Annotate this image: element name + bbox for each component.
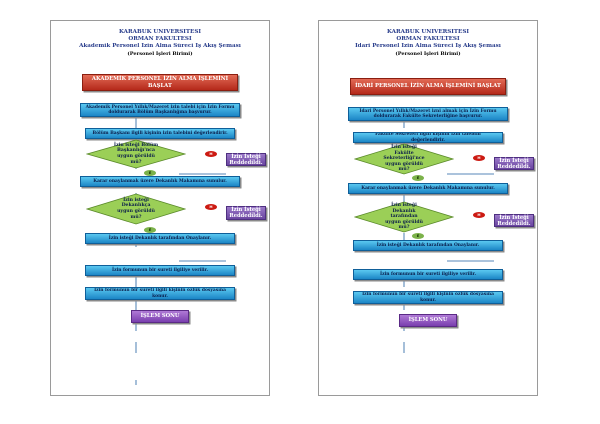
start-box: İDARİ PERSONEL İZİN ALMA İŞLEMİNİ BAŞLAT [350,78,506,95]
decision-diamond [86,139,186,169]
no-badge: H [205,204,217,210]
decision-text: İzin isteği Fakülte Sekreterliği'nce uyg… [383,145,425,173]
university-name: KARABÜK ÜNİVERSİTESİ [119,29,201,35]
decision-diamond [86,193,186,225]
faculty-name: ORMAN FAKÜLTESİ [396,36,460,42]
decision-diamond [354,201,454,233]
no-badge: H [205,151,217,157]
start-box: AKADEMİK PERSONEL İZİN ALMA İŞLEMİNİ BAŞ… [82,74,238,91]
step-approve: İzin isteği Dekanlık tarafından Onaylanı… [85,233,235,244]
decision-dean: İzin isteği Dekanlıkça uygun görüldü mü? [86,193,186,225]
reject-box: İzin İsteği Reddedildi. [226,206,266,220]
no-badge: H [473,155,485,161]
reject-box: İzin İsteği Reddedildi. [494,157,534,170]
flowchart-page-academic: KARABÜK ÜNİVERSİTESİ ORMAN FAKÜLTESİ Aka… [50,20,270,396]
decision-text: İzin isteği Bölüm Başkanlığı'nca uygun g… [113,142,159,165]
decision-dean: İzin isteği Dekanlık tarafından uygun gö… [354,201,454,233]
reject-box: İzin İsteği Reddedildi. [494,214,534,227]
decision-text: İzin isteği Dekanlıkça uygun görüldü mü? [117,197,155,220]
yes-badge: E [412,233,424,239]
no-badge: H [473,212,485,218]
step-evaluate: Fakülte Sekreteri ilgili kişinin İzin ta… [353,132,503,143]
chart-title: İdari Personel İzin Alma Süreci İş Akış … [355,43,501,49]
unit-name: (Personel İşleri Birimi) [395,51,461,57]
decision-text: İzin isteği Dekanlık tarafından uygun gö… [385,203,423,231]
step-submit-form: Akademik Personel Yıllık/Mazeret izin ta… [80,103,240,117]
decision-secretary: İzin isteği Fakülte Sekreterliği'nce uyg… [354,143,454,175]
yes-badge: E [412,175,424,181]
university-name: KARABÜK ÜNİVERSİTESİ [387,29,469,35]
unit-name: (Personel İşleri Birimi) [127,51,193,57]
faculty-name: ORMAN FAKÜLTESİ [128,36,192,42]
decision-diamond [354,143,454,175]
step-submit-dean: Karar onaylanmak üzere Dekanlık Makamına… [80,176,240,187]
yes-badge: E [144,227,156,233]
step-approve: İzin isteği Dekanlık tarafından Onaylanı… [353,240,503,251]
end-box: İŞLEM SONU [399,314,457,327]
step-file-copy: İzin formunun bir sureti ilgili kişinin … [85,287,235,300]
step-submit-dean: Karar onaylanmak üzere Dekanlık Makamına… [348,183,508,194]
decision-department: İzin isteği Bölüm Başkanlığı'nca uygun g… [86,139,186,169]
step-file-copy: İzin formunun bir sureti ilgili kişinin … [353,291,503,304]
yes-badge: E [144,170,156,176]
step-submit-form: İdari Personel Yıllık/Mazeret izni almak… [348,107,508,121]
step-give-copy: İzin formunun bir sureti ilgiliye verili… [353,269,503,280]
chart-title: Akademik Personel İzin Alma Süreci İş Ak… [79,43,241,49]
end-box: İŞLEM SONU [131,310,189,323]
step-evaluate: Bölüm Başkanı ilgili kişinin izin talebi… [85,128,235,139]
step-give-copy: İzin formunun bir sureti ilgiliye verili… [85,265,235,276]
reject-box: İzin İsteği Reddedildi. [226,153,266,166]
flowchart-page-administrative: KARABÜK ÜNİVERSİTESİ ORMAN FAKÜLTESİ İda… [318,20,538,396]
